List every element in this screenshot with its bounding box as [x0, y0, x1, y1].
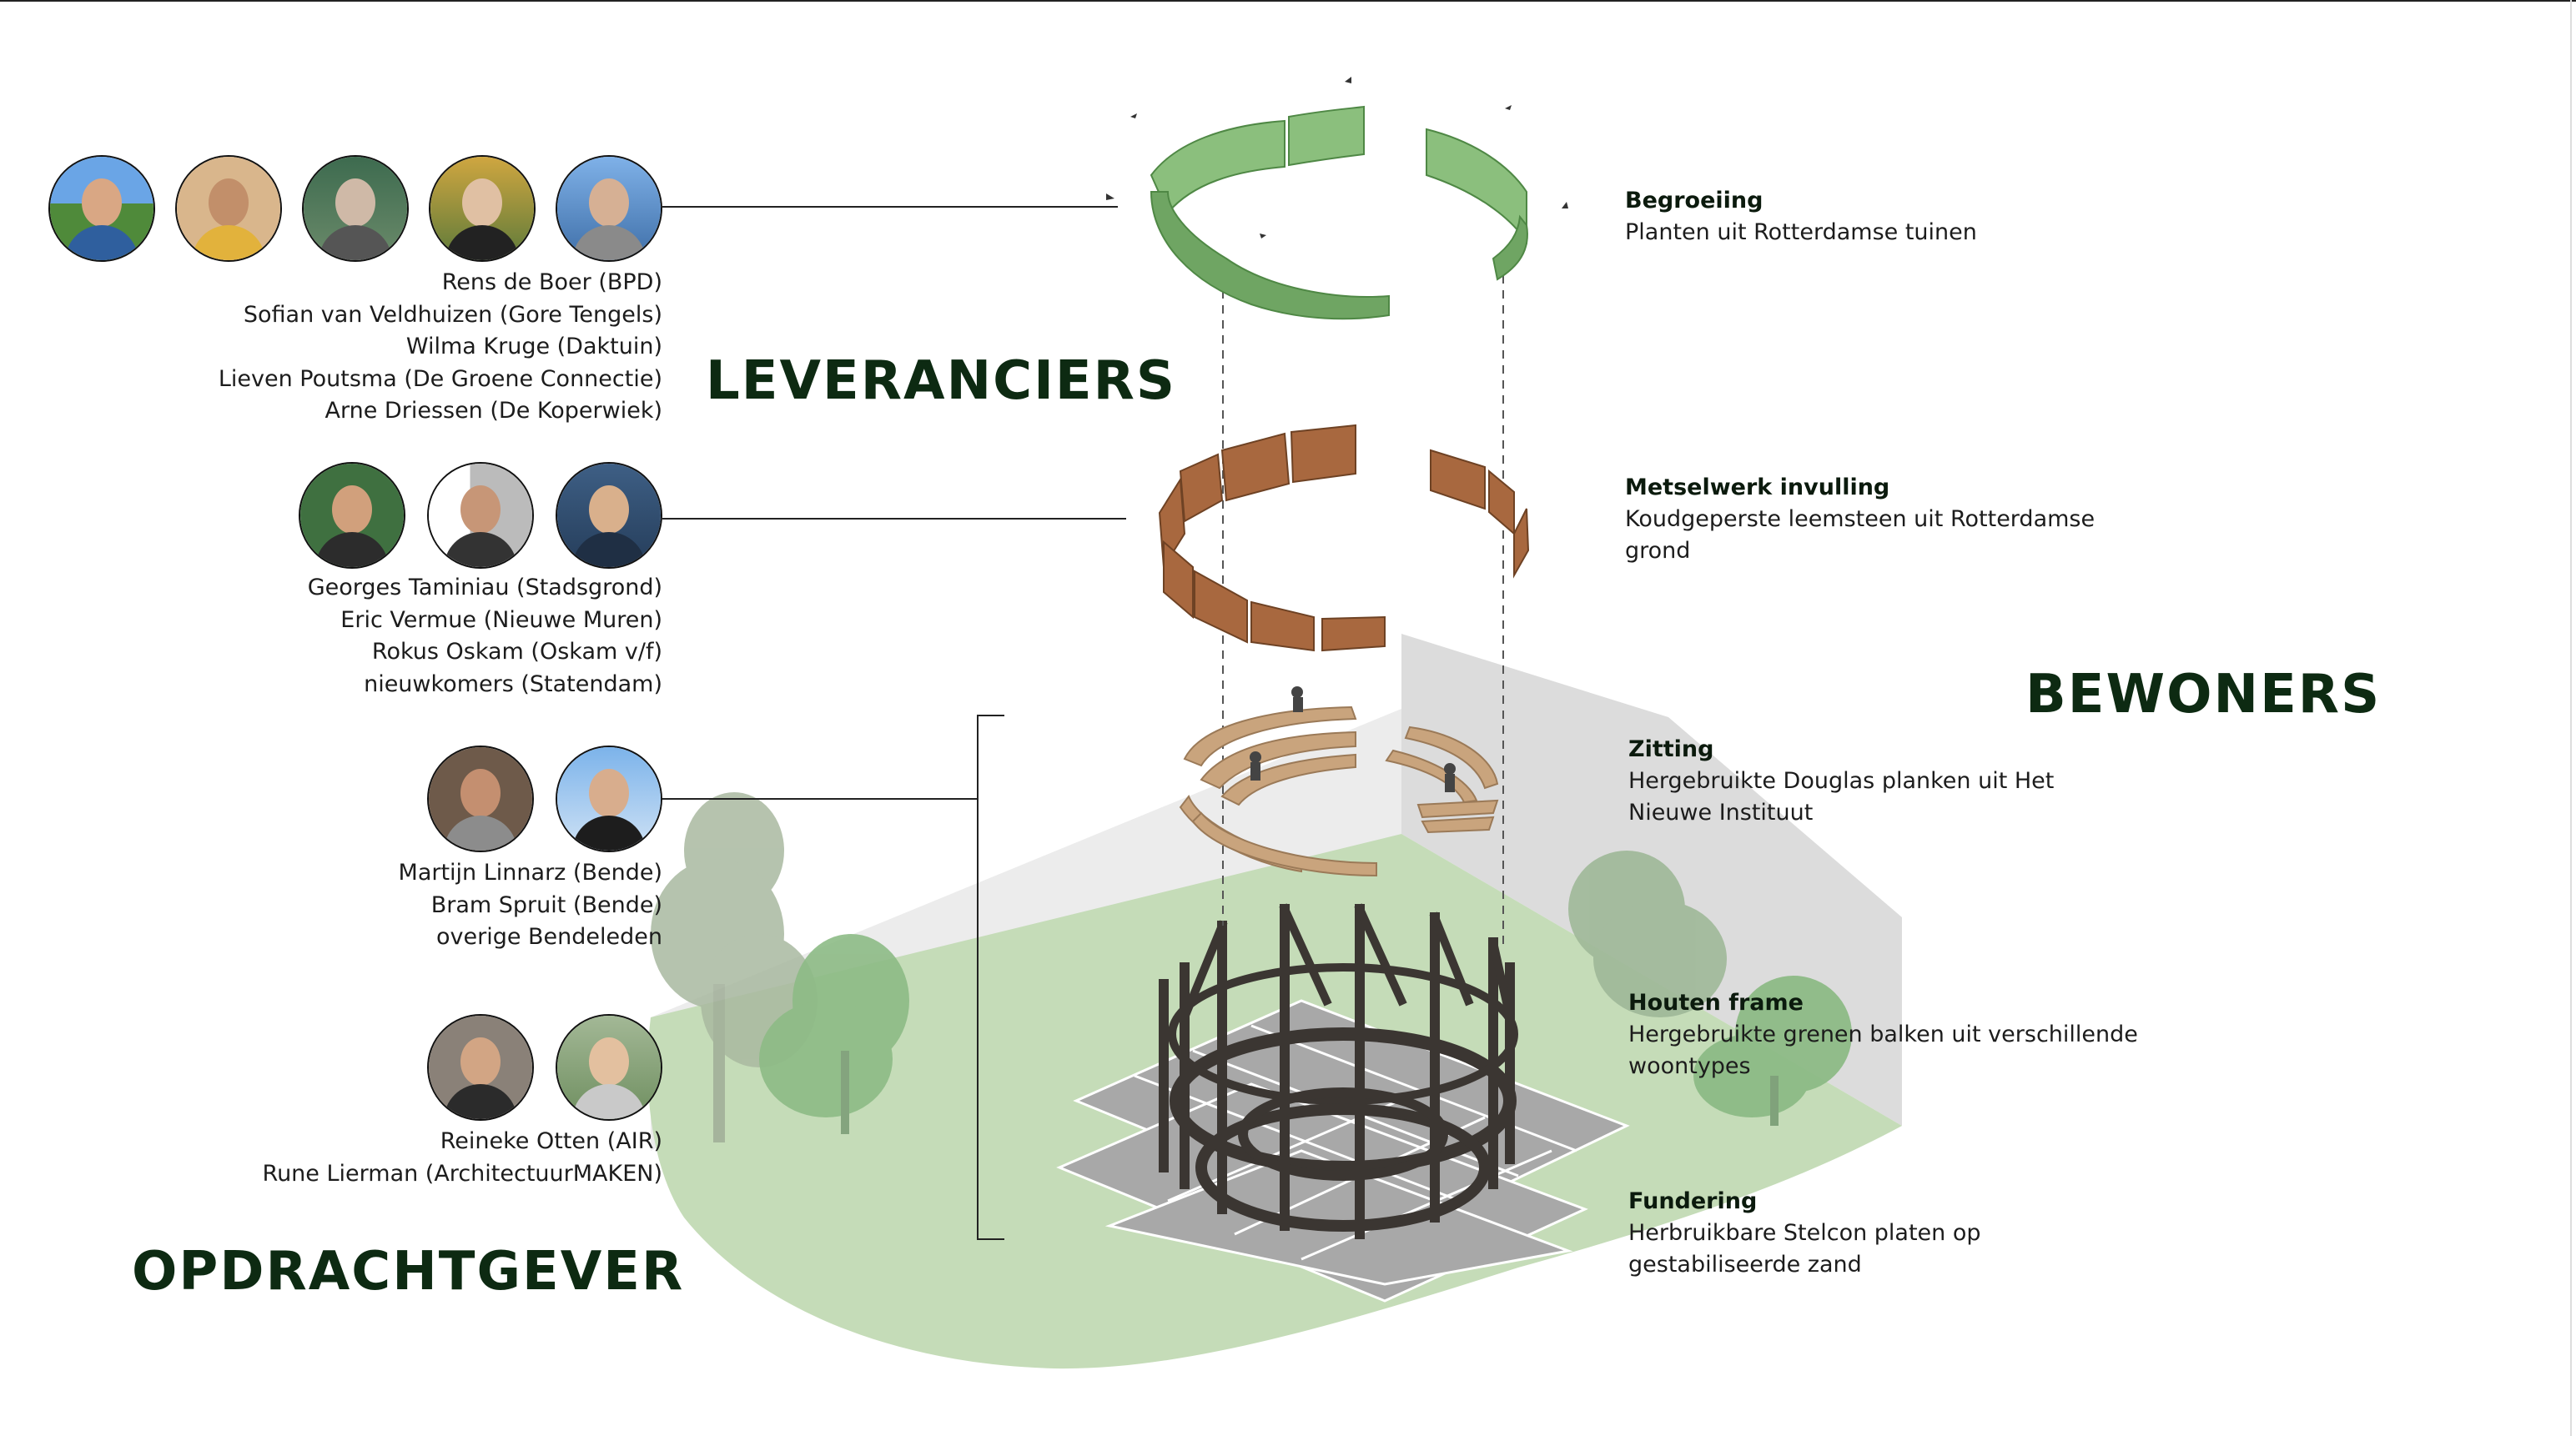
layer-title: Begroeiing	[1625, 188, 1763, 213]
avatar	[556, 746, 662, 852]
avatar	[427, 746, 534, 852]
person-name: Arne Driessen (De Koperwiek)	[325, 398, 662, 424]
avatar	[556, 462, 662, 569]
plant-ring	[1150, 105, 1528, 320]
person-name: Eric Vermue (Nieuwe Muren)	[340, 606, 662, 633]
avatar	[427, 462, 534, 569]
person-name: Rokus Oskam (Oskam v/f)	[371, 639, 662, 665]
people-list-metselwerk: Georges Taminiau (Stadsgrond) Eric Vermu…	[308, 572, 662, 700]
person-name: Bram Spruit (Bende)	[430, 891, 662, 918]
layer-description: Koudgeperste leemsteen uit Rotterdamse g…	[1625, 506, 2096, 564]
layer-title: Metselwerk invulling	[1625, 474, 1890, 500]
birds	[1106, 77, 1568, 238]
layer-description: Hergebruikte Douglas planken uit Het Nie…	[1628, 768, 2055, 826]
top-border	[0, 0, 2576, 2]
avatar	[175, 155, 282, 262]
avatar	[556, 155, 662, 262]
layer-description: Planten uit Rotterdamse tuinen	[1625, 219, 1977, 245]
seating-decks	[1179, 705, 1499, 877]
people-list-begroeiing: Rens de Boer (BPD) Sofian van Veldhuizen…	[219, 267, 662, 428]
person-name: Rens de Boer (BPD)	[441, 269, 662, 295]
person-name: Georges Taminiau (Stadsgrond)	[307, 575, 662, 600]
avatar	[299, 462, 405, 569]
trees-right	[1568, 851, 1727, 1017]
people-list-zitting: Martijn Linnarz (Bende) Bram Spruit (Ben…	[399, 857, 662, 954]
layer-metselwerk: Metselwerk invulling Koudgeperste leemst…	[1625, 472, 2117, 567]
person-name: Sofian van Veldhuizen (Gore Tengels)	[243, 301, 662, 328]
brick-ring	[1158, 424, 1530, 652]
avatar	[427, 1014, 534, 1121]
layer-zitting: Zitting Hergebruikte Douglas planken uit…	[1628, 734, 2062, 829]
layer-begroeiing: Begroeiing Planten uit Rotterdamse tuine…	[1625, 185, 2142, 249]
connector-lines	[662, 206, 1126, 1240]
alignment-lines	[1222, 275, 1504, 951]
trees-left-2	[759, 934, 909, 1134]
person-name: Reineke Otten (AIR)	[440, 1128, 662, 1154]
layer-title: Fundering	[1628, 1188, 1758, 1214]
seated-people	[1250, 686, 1456, 792]
heading-leveranciers: LEVERANCIERS	[706, 350, 1176, 412]
wooden-frame	[1159, 903, 1518, 1239]
avatar	[302, 155, 409, 262]
person-name: Rune Lierman (ArchitectuurMAKEN)	[262, 1160, 662, 1187]
people-list-opdrachtgever: Reineke Otten (AIR) Rune Lierman (Archit…	[263, 1126, 662, 1190]
avatar	[429, 155, 536, 262]
avatar	[48, 155, 155, 262]
layer-description: Herbruikbare Stelcon platen op gestabili…	[1628, 1220, 1981, 1278]
avatar	[556, 1014, 662, 1121]
layer-houten-frame: Houten frame Hergebruikte grenen balken …	[1628, 987, 2162, 1082]
layer-title: Zitting	[1628, 736, 1714, 762]
layer-title: Houten frame	[1628, 990, 1804, 1016]
trees-right-2	[1693, 976, 1852, 1126]
person-name: nieuwkomers (Statendam)	[364, 670, 662, 697]
right-border	[2570, 0, 2572, 1436]
person-name: overige Bendeleden	[435, 924, 662, 950]
person-name: Martijn Linnarz (Bende)	[398, 860, 662, 886]
layer-fundering: Fundering Herbruikbare Stelcon platen op…	[1628, 1186, 2045, 1281]
heading-bewoners: BEWONERS	[2025, 664, 2382, 726]
person-name: Lieven Poutsma (De Groene Connectie)	[218, 365, 662, 392]
heading-opdrachtgever: OPDRACHTGEVER	[132, 1241, 685, 1303]
person-name: Wilma Kruge (Daktuin)	[405, 334, 662, 359]
layer-description: Hergebruikte grenen balken uit verschill…	[1628, 1022, 2138, 1079]
